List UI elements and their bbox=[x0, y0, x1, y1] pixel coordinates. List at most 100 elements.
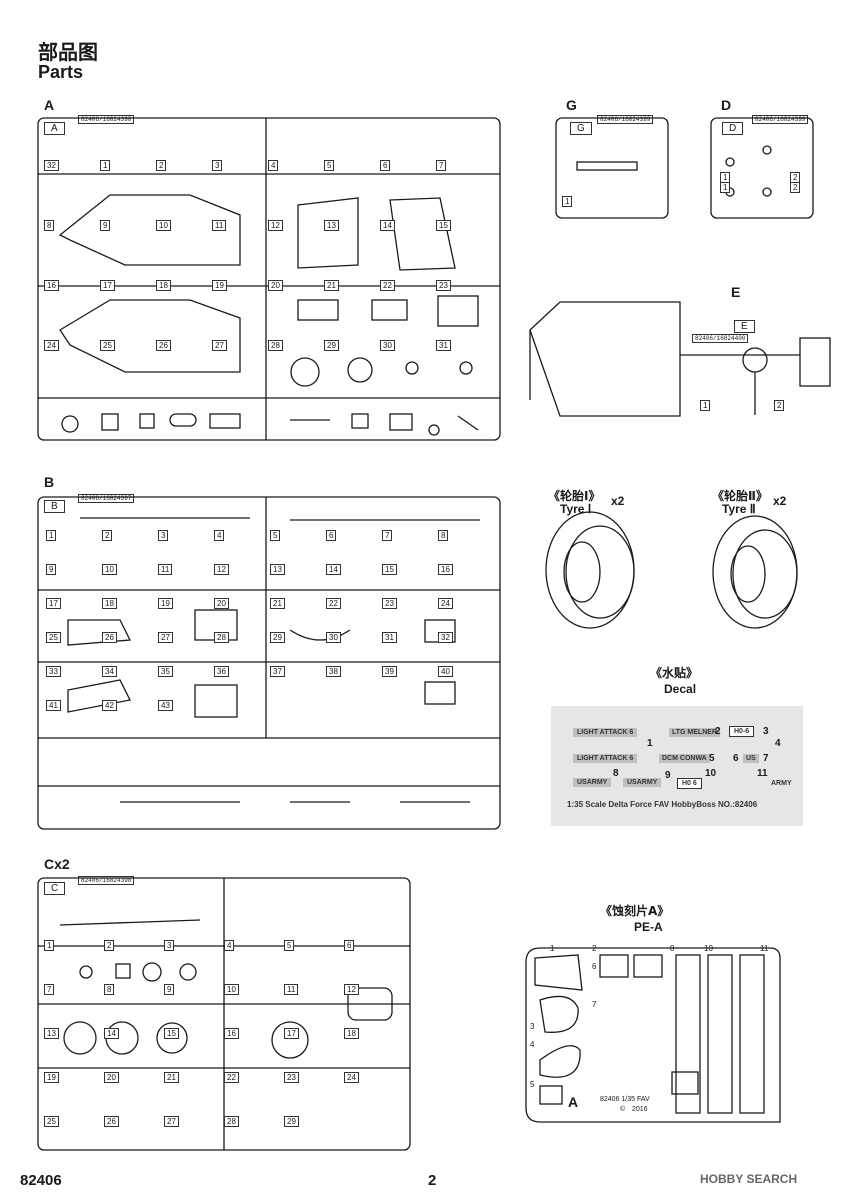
sprue-d-part-1: 1 bbox=[720, 182, 731, 193]
sprue-b-part-22: 22 bbox=[326, 598, 341, 609]
sprue-b-code: 82406/16824397 bbox=[78, 494, 135, 503]
sprue-a-part-6: 6 bbox=[380, 160, 391, 171]
pe-part-7: 7 bbox=[592, 1000, 597, 1009]
sprue-c-part-26: 26 bbox=[104, 1116, 119, 1127]
sprue-a-part-8: 8 bbox=[44, 220, 55, 231]
sprue-b-part-27: 27 bbox=[158, 632, 173, 643]
pe-title-en: PE-A bbox=[634, 920, 663, 934]
sprue-b-part-39: 39 bbox=[382, 666, 397, 677]
sprue-a-part-24: 24 bbox=[44, 340, 59, 351]
sprue-c-part-6: 6 bbox=[344, 940, 355, 951]
sprue-a-part-25: 25 bbox=[100, 340, 115, 351]
sprue-c-part-18: 18 bbox=[344, 1028, 359, 1039]
sprue-c-part-8: 8 bbox=[104, 984, 115, 995]
sprue-b-part-33: 33 bbox=[46, 666, 61, 677]
sprue-c-part-27: 27 bbox=[164, 1116, 179, 1127]
sprue-c-frame-letter: C bbox=[44, 882, 66, 895]
sprue-c-frame bbox=[37, 877, 411, 1151]
sprue-b-part-2: 2 bbox=[102, 530, 113, 541]
sprue-c-part-13: 13 bbox=[44, 1028, 59, 1039]
sprue-c-part-16: 16 bbox=[224, 1028, 239, 1039]
decal-title-en: Decal bbox=[664, 682, 697, 696]
sprue-b-part-7: 7 bbox=[382, 530, 393, 541]
decal-us: US bbox=[743, 754, 759, 763]
sprue-b-part-8: 8 bbox=[438, 530, 449, 541]
sprue-c-part-29: 29 bbox=[284, 1116, 299, 1127]
tyre-2-title-en: Tyre Ⅱ bbox=[722, 502, 756, 516]
pe-copyright: © bbox=[620, 1106, 626, 1113]
sprue-b-part-13: 13 bbox=[270, 564, 285, 575]
pe-letter: A bbox=[568, 1094, 579, 1110]
sprue-b-part-43: 43 bbox=[158, 700, 173, 711]
sprue-c-part-5: 5 bbox=[284, 940, 295, 951]
sprue-b-part-14: 14 bbox=[326, 564, 341, 575]
sprue-b-part-34: 34 bbox=[102, 666, 117, 677]
decal-num-1: 1 bbox=[647, 738, 653, 749]
sprue-b-part-30: 30 bbox=[326, 632, 341, 643]
tyre-1-qty: x2 bbox=[611, 494, 625, 508]
page-title-cn: 部品图 bbox=[38, 40, 98, 64]
decal-dcm: DCM CONWA bbox=[659, 754, 710, 763]
decal-sheet: LIGHT ATTACK 6 LTG MELNER 2 H0-6 3 4 1 L… bbox=[551, 706, 803, 826]
sprue-b-part-29: 29 bbox=[270, 632, 285, 643]
sprue-c-part-10: 10 bbox=[224, 984, 239, 995]
footer-page-number: 2 bbox=[428, 1172, 437, 1189]
sprue-b-part-16: 16 bbox=[438, 564, 453, 575]
tyre-1-title-cn: 《轮胎Ⅰ》 bbox=[548, 489, 601, 503]
sprue-g-frame-letter: G bbox=[570, 122, 592, 135]
decal-num-11: 11 bbox=[757, 768, 768, 779]
sprue-a-part-4: 4 bbox=[268, 160, 279, 171]
sprue-a-part-10: 10 bbox=[156, 220, 171, 231]
sprue-a-part-29: 29 bbox=[324, 340, 339, 351]
pe-part-2: 2 bbox=[592, 944, 597, 953]
sprue-b-part-15: 15 bbox=[382, 564, 397, 575]
sprue-c-part-25: 25 bbox=[44, 1116, 59, 1127]
sprue-e-part-2: 2 bbox=[774, 400, 785, 411]
sprue-a-part-1: 1 bbox=[100, 160, 111, 171]
sprue-b-part-41: 41 bbox=[46, 700, 61, 711]
sprue-g-code: 82406/16824399 bbox=[597, 115, 654, 124]
sprue-c-part-7: 7 bbox=[44, 984, 55, 995]
tyre-2-qty: x2 bbox=[773, 494, 787, 508]
sprue-a-part-9: 9 bbox=[100, 220, 111, 231]
sprue-c-label: Cx2 bbox=[44, 856, 70, 872]
sprue-c-part-15: 15 bbox=[164, 1028, 179, 1039]
sprue-b-part-18: 18 bbox=[102, 598, 117, 609]
pe-part-1: 1 bbox=[550, 944, 555, 953]
sprue-c-part-24: 24 bbox=[344, 1072, 359, 1083]
sprue-a-part-22: 22 bbox=[380, 280, 395, 291]
sprue-b-part-20: 20 bbox=[214, 598, 229, 609]
sprue-a-part-15: 15 bbox=[436, 220, 451, 231]
sprue-b-part-40: 40 bbox=[438, 666, 453, 677]
sprue-b-part-6: 6 bbox=[326, 530, 337, 541]
sprue-b-part-37: 37 bbox=[270, 666, 285, 677]
sprue-a-part-13: 13 bbox=[324, 220, 339, 231]
sprue-b-part-17: 17 bbox=[46, 598, 61, 609]
pe-line2: 2016 bbox=[632, 1106, 648, 1113]
sprue-d-label: D bbox=[721, 97, 732, 113]
sprue-b-part-5: 5 bbox=[270, 530, 281, 541]
sprue-b-part-9: 9 bbox=[46, 564, 57, 575]
sprue-a-part-20: 20 bbox=[268, 280, 283, 291]
sprue-b-part-36: 36 bbox=[214, 666, 229, 677]
pe-part-11: 11 bbox=[760, 944, 769, 953]
sprue-a-part-30: 30 bbox=[380, 340, 395, 351]
tyre-1-title-en: Tyre Ⅰ bbox=[560, 502, 592, 516]
sprue-a-code: 82406/16824398 bbox=[78, 115, 135, 124]
sprue-a-part-31: 31 bbox=[436, 340, 451, 351]
sprue-a-part-3: 3 bbox=[212, 160, 223, 171]
decal-usarmy-2: USARMY bbox=[623, 778, 662, 787]
decal-num-7: 7 bbox=[763, 753, 769, 764]
sprue-b-part-23: 23 bbox=[382, 598, 397, 609]
sprue-b-part-24: 24 bbox=[438, 598, 453, 609]
sprue-b-part-11: 11 bbox=[158, 564, 173, 575]
sprue-a-part-28: 28 bbox=[268, 340, 283, 351]
sprue-c-part-4: 4 bbox=[224, 940, 235, 951]
decal-num-6: 6 bbox=[733, 753, 739, 764]
decal-num-4: 4 bbox=[775, 738, 781, 749]
sprue-a-part-18: 18 bbox=[156, 280, 171, 291]
sprue-a-part-26: 26 bbox=[156, 340, 171, 351]
sprue-b-part-10: 10 bbox=[102, 564, 117, 575]
sprue-b-part-35: 35 bbox=[158, 666, 173, 677]
sprue-d-part-2: 2 bbox=[790, 182, 801, 193]
